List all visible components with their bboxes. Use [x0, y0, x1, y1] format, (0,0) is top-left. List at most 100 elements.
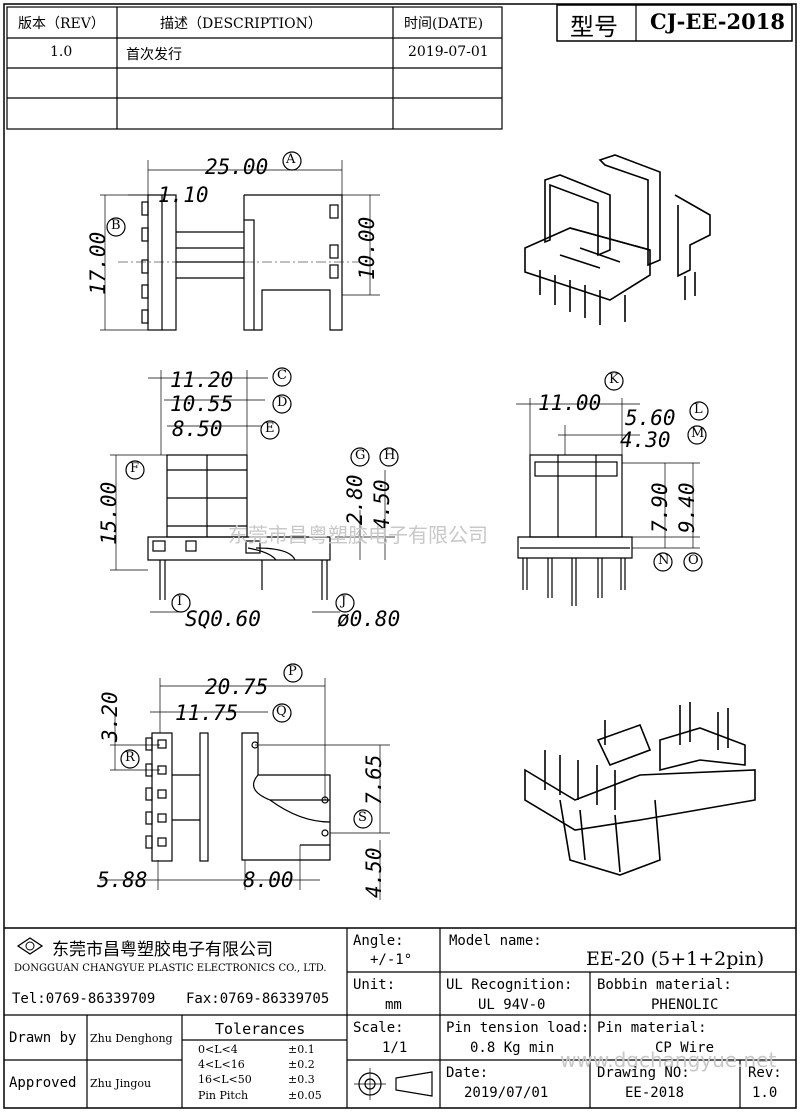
approved-label: Approved — [9, 1075, 77, 1091]
rev-value: 1.0 — [752, 1085, 778, 1101]
dim-i-tag: I — [177, 594, 183, 609]
dim-e-tag: E — [265, 421, 275, 436]
dim-k-value: 11.00 — [538, 391, 602, 415]
model-name-value: EE-20 (5+1+2pin) — [586, 948, 765, 970]
pin-tension-value: 0.8 Kg min — [470, 1040, 555, 1056]
tolerance-range-1: 4<L<16 — [198, 1058, 245, 1071]
tolerances-title: Tolerances — [215, 1020, 306, 1038]
drawing-no-value: EE-2018 — [625, 1085, 685, 1101]
dim-h-tag: H — [384, 448, 396, 463]
dim-e-value: 8.50 — [172, 417, 223, 441]
date-value: 2019/07/01 — [464, 1085, 549, 1101]
dim-r-value: 3.20 — [98, 691, 122, 742]
angle-label: Angle: — [353, 933, 404, 949]
rev-cell: 1.0 — [50, 44, 73, 60]
dim-g-value: 2.80 — [343, 474, 367, 525]
pin-material-label: Pin material: — [597, 1020, 707, 1036]
dim-b-tag: B — [111, 218, 121, 233]
tolerance-value-0: ±0.1 — [288, 1043, 315, 1056]
company-name-en: DONGGUAN CHANGYUE PLASTIC ELECTRONICS CO… — [14, 963, 327, 974]
dim-n-tag: N — [658, 553, 670, 568]
dim-f-value: 15.00 — [97, 481, 121, 545]
company-fax: Fax:0769-86339705 — [186, 991, 330, 1007]
dim-v-value: 8.00 — [243, 868, 294, 892]
front-view — [110, 367, 399, 613]
company-name-cn: 东莞市昌粤塑胶电子有限公司 — [52, 940, 273, 960]
side-view — [516, 371, 709, 606]
dim-d-tag: D — [277, 395, 288, 410]
scale-value: 1/1 — [382, 1040, 408, 1056]
iso-view-bottom — [524, 702, 756, 876]
model-box-label: 型号 — [570, 13, 618, 41]
watermark-cn: 东莞市昌粤塑胶电子有限公司 — [228, 523, 488, 547]
dim-j-tag: J — [341, 594, 347, 609]
dim-u-value: 5.88 — [97, 868, 148, 892]
model-box-frame — [556, 4, 793, 42]
dim-o-tag: O — [688, 553, 699, 568]
pin-tension-label: Pin tension load: — [446, 1020, 590, 1036]
ul-value: UL 94V-0 — [478, 997, 546, 1013]
date-header: 时间(DATE) — [404, 16, 484, 32]
rev-header: 版本（REV） — [18, 16, 105, 32]
dim-offset-value: 1.10 — [158, 183, 209, 207]
iso-view-top — [524, 154, 711, 325]
dim-s-value: 7.65 — [362, 754, 386, 805]
description-header: 描述（DESCRIPTION） — [160, 16, 322, 32]
dim-d-value: 10.55 — [170, 392, 234, 416]
dim-c-tag: C — [277, 368, 287, 383]
rev-label: Rev: — [748, 1065, 782, 1081]
ul-label: UL Recognition: — [446, 977, 573, 993]
scale-label: Scale: — [353, 1020, 404, 1036]
dim-q-value: 11.75 — [175, 701, 239, 725]
dim-i-value: SQ0.60 — [185, 607, 261, 631]
dim-k-tag: K — [609, 372, 619, 387]
angle-value: +/-1° — [370, 952, 413, 968]
dim-m-tag: M — [691, 426, 705, 441]
bobbin-label: Bobbin material: — [597, 977, 732, 993]
date-cell: 2019-07-01 — [408, 44, 489, 60]
dim-l-tag: L — [694, 402, 703, 417]
revision-table-grid — [6, 6, 503, 130]
drawn-by-label: Drawn by — [9, 1030, 77, 1046]
bobbin-value: PHENOLIC — [651, 997, 719, 1013]
tolerance-range-2: 16<L<50 — [198, 1073, 252, 1086]
dim-f-tag: F — [130, 461, 140, 476]
model-box-value: CJ-EE-2018 — [650, 9, 785, 34]
bottom-view — [100, 663, 390, 900]
tolerance-value-1: ±0.2 — [288, 1058, 315, 1071]
dim-p-tag: P — [288, 664, 297, 679]
dim-b-value: 17.00 — [86, 231, 110, 295]
dim-l-value: 5.60 — [625, 406, 676, 430]
top-view — [100, 151, 380, 331]
watermark-url: www.dgchangyue.net — [560, 1048, 777, 1072]
approved-value: Zhu Jingou — [90, 1077, 152, 1090]
title-block-grid — [4, 927, 796, 1108]
drawing-no-label: Drawing NO: — [597, 1065, 690, 1081]
description-cell: 首次发行 — [126, 47, 182, 63]
dim-c-value: 11.20 — [170, 368, 234, 392]
drawn-by-value: Zhu Denghong — [90, 1032, 173, 1045]
dim-r-tag: R — [125, 750, 135, 765]
dim-right-value: 10.00 — [355, 216, 379, 280]
dim-o-value: 9.40 — [675, 482, 699, 533]
dim-s-tag: S — [358, 810, 367, 825]
dim-m-value: 4.30 — [620, 428, 671, 452]
dim-q-tag: Q — [276, 704, 287, 719]
dim-p-value: 20.75 — [205, 675, 269, 699]
unit-value: mm — [385, 997, 402, 1013]
model-name-label: Model name: — [449, 933, 542, 949]
dim-g-tag: G — [355, 448, 366, 463]
dim-n-value: 7.90 — [648, 482, 672, 533]
pin-material-value: CP Wire — [655, 1040, 715, 1056]
tolerance-value-2: ±0.3 — [288, 1073, 315, 1086]
date-label: Date: — [446, 1065, 489, 1081]
dim-t-value: 4.50 — [362, 847, 386, 898]
tolerance-range-3: Pin Pitch — [198, 1089, 249, 1102]
dim-j-value: ø0.80 — [337, 607, 401, 631]
dim-a-value: 25.00 — [205, 155, 269, 179]
dim-a-tag: A — [286, 152, 296, 167]
unit-label: Unit: — [353, 977, 396, 993]
tolerance-value-3: ±0.05 — [288, 1089, 322, 1102]
company-tel: Tel:0769-86339709 — [12, 991, 156, 1007]
